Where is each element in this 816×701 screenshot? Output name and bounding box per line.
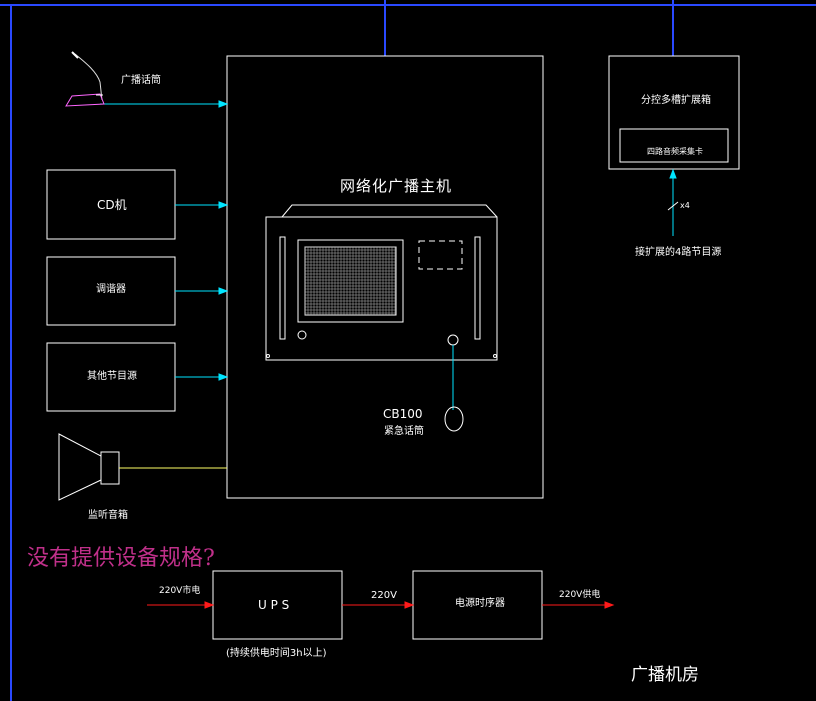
- expansion-box: [608, 55, 740, 170]
- speaker-icon: [58, 433, 120, 501]
- ups-label: U P S: [258, 598, 290, 612]
- room-label: 广播机房: [631, 665, 699, 685]
- power-out-label: 220V供电: [559, 590, 601, 600]
- mic-label: 广播话筒: [121, 75, 161, 86]
- spec-question-note: 没有提供设备规格?: [27, 546, 215, 571]
- main-host-title: 网络化广播主机: [340, 177, 453, 195]
- x4-label: x4: [680, 201, 690, 210]
- other-source-label: 其他节目源: [87, 371, 137, 382]
- expansion-card-label: 四路音频采集卡: [647, 147, 703, 156]
- power-in-label: 220V市电: [159, 586, 201, 596]
- cd-label: CD机: [97, 198, 127, 212]
- expansion-title: 分控多槽扩展箱: [641, 95, 711, 106]
- sequencer-label: 电源时序器: [455, 598, 505, 609]
- ups-note: (持续供电时间3h以上): [226, 648, 327, 659]
- v220-label: 220V: [371, 590, 397, 601]
- expansion-source-label: 接扩展的4路节目源: [635, 247, 722, 258]
- expansion-feed: [667, 168, 679, 236]
- cb100-label: 紧急话筒: [384, 426, 424, 437]
- signal-lines: [100, 100, 229, 381]
- main-host-box: [226, 55, 544, 499]
- power-lines: [147, 601, 615, 609]
- cb100-model-label: CB100: [383, 407, 423, 421]
- rack-unit: [265, 204, 498, 361]
- display-grid: [304, 246, 396, 315]
- expansion-card-box: [619, 128, 729, 163]
- cb100-mic-icon: [444, 406, 464, 432]
- speaker-label: 监听音箱: [88, 510, 128, 521]
- tuner-label: 调谐器: [96, 284, 126, 295]
- mic-icon: [65, 51, 105, 107]
